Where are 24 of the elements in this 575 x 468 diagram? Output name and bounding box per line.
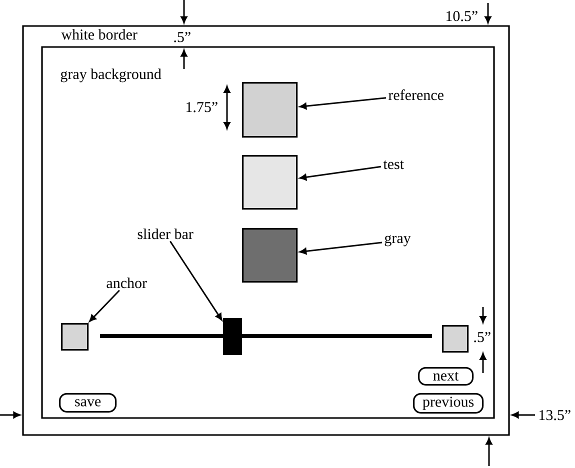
callout-label: gray [384,235,411,246]
dimension-label: .5” [174,32,190,42]
dimension-label: 13.5” [540,410,570,420]
button: save [59,393,117,413]
square-patch [242,228,298,283]
square-patch [242,155,298,210]
dimension-label: 10.5” [446,11,478,22]
button: next [418,367,474,386]
leader-arrow [89,290,120,322]
dimension-label: 1.75” [186,102,218,112]
button: previous [413,393,484,414]
callout-label: slider bar [138,228,194,240]
callout-label: reference [388,89,444,100]
leader-arrow [299,242,382,254]
leader-arrow [170,240,222,321]
leader-arrow [299,97,386,110]
callout-label: anchor [106,278,147,288]
leader-arrow [299,166,382,181]
small-square [442,325,469,353]
square-patch [242,82,298,138]
slider-thumb [223,318,242,355]
small-square [61,323,89,351]
callout-label: test [383,160,404,170]
dimension-label: .5” [474,332,490,342]
